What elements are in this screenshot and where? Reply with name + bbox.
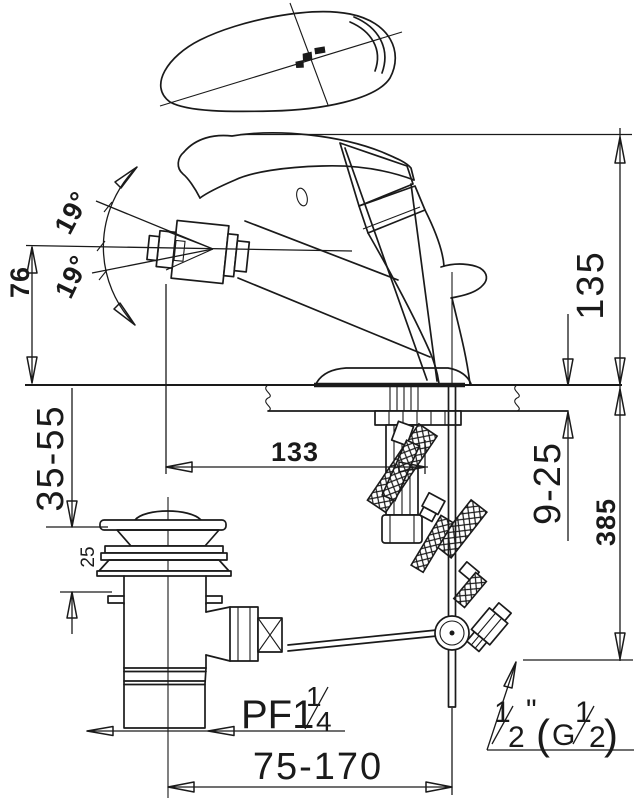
label-deck-to-flange: 35-55	[30, 404, 72, 511]
label-spout-height: 76	[5, 266, 35, 298]
dimension-labels: 19° 19° 76 35-55 25 133 135 9-25 385 75-…	[5, 186, 621, 788]
label-hose-reach: 385	[591, 498, 621, 546]
popup-rod-linkage	[287, 272, 470, 708]
break-mark-left	[265, 384, 271, 412]
label-lever-span: 75-170	[253, 746, 383, 788]
drain-side-port	[229, 606, 259, 662]
label-overall-height: 135	[570, 250, 612, 319]
counter-section	[25, 384, 622, 412]
horizontal-lever-rod	[287, 629, 438, 652]
label-flange-stack: 25	[78, 546, 99, 567]
spout-bottom-edge	[237, 277, 431, 358]
label-half-d1: 2	[508, 721, 525, 754]
label-tilt-upper: 19°	[49, 186, 96, 239]
break-mark-right	[514, 384, 520, 412]
label-paren-open: (	[536, 711, 550, 758]
label-deck-thickness: 9-25	[527, 441, 569, 525]
hose-end-connector	[465, 602, 512, 653]
popup-rod	[447, 384, 457, 617]
brand-logo-mark	[295, 46, 326, 69]
tilt-arc	[102, 166, 138, 326]
label-half-n2: 1	[575, 696, 592, 729]
lever-handle-top	[183, 132, 415, 181]
label-drain-thread-den: 4	[316, 706, 332, 737]
lever-handle-tip	[177, 151, 201, 199]
dimension-lines	[26, 128, 634, 795]
label-g: G	[552, 719, 575, 752]
spout-outlet-spur	[440, 263, 488, 299]
handle-inner-arc	[353, 16, 386, 74]
label-tilt-lower: 19°	[49, 250, 95, 303]
drain-top-flange	[99, 519, 227, 531]
hose-thread-callout: 1 2 " ( G 1 2 )	[491, 694, 618, 758]
tilt-angle-fan	[25, 166, 353, 326]
base-flange	[315, 367, 472, 385]
inlet-manifold	[381, 514, 423, 544]
label-drain-thread: PF1	[241, 693, 314, 737]
label-half-n1: 1	[494, 696, 511, 729]
drain-thread-callout: PF1 1 4	[241, 681, 332, 737]
body-right-edge	[424, 209, 445, 267]
label-paren-close: )	[604, 711, 618, 758]
arc-arrow-down	[113, 302, 136, 326]
tilt-ray-upper	[95, 200, 214, 250]
drain-tailpiece	[123, 667, 207, 729]
label-half-d2: 2	[589, 721, 606, 754]
label-spout-reach: 133	[271, 437, 319, 467]
drain-dome-cap	[134, 510, 202, 521]
lever-handle-bottom	[199, 164, 415, 199]
popup-drain-assembly	[96, 497, 283, 798]
handle-centerline-long	[159, 31, 403, 107]
tilt-ray-horizontal	[25, 244, 353, 252]
label-inch-quote: "	[526, 694, 537, 727]
handle-top-view	[159, 2, 403, 113]
arc-arrow-up	[114, 166, 138, 189]
body-cap	[339, 142, 414, 207]
tilt-ray-lower	[91, 248, 214, 274]
body-front-edge	[367, 232, 440, 385]
drain-mid-flange	[107, 595, 223, 604]
label-drain-thread-num: 1	[306, 681, 322, 712]
tailpiece-thread	[123, 667, 207, 686]
supply-hoses	[366, 420, 512, 653]
